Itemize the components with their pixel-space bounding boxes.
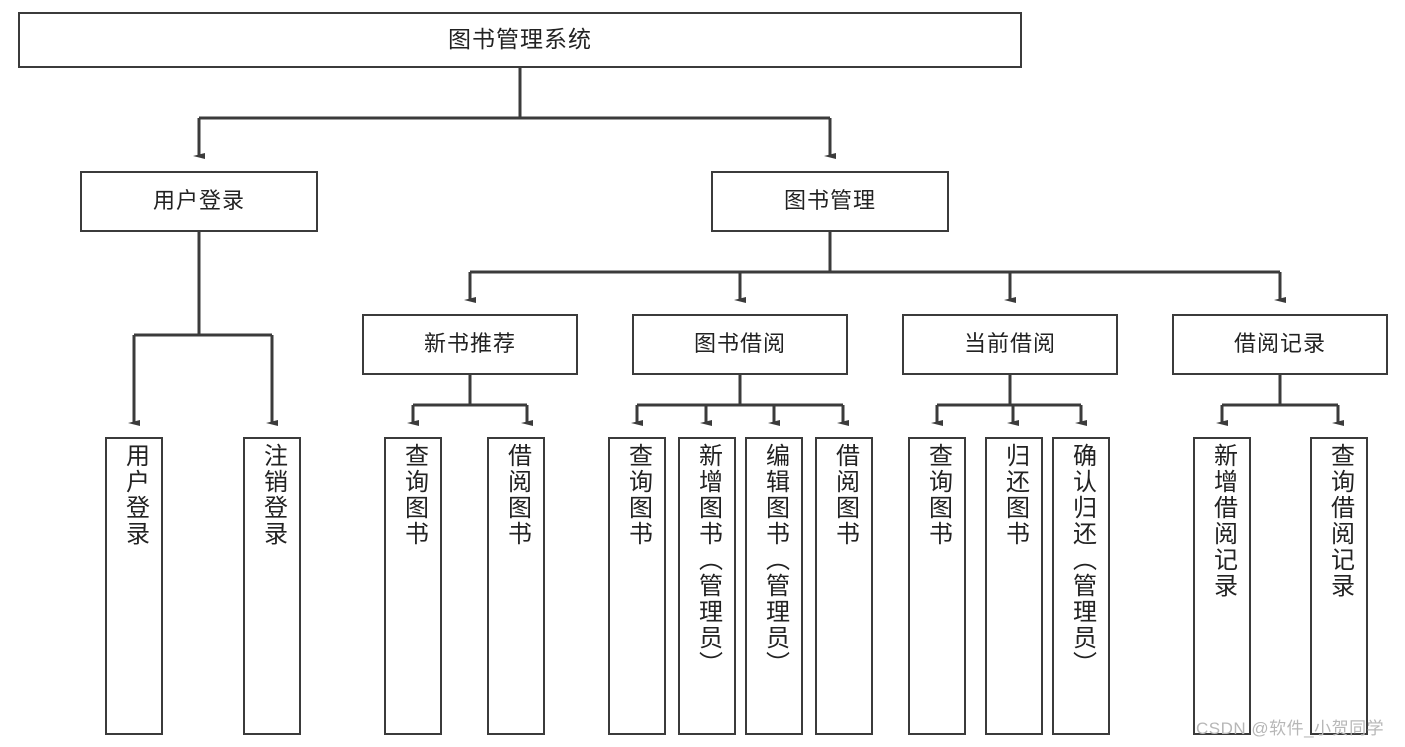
- node-label: 图书管理系统: [448, 26, 592, 53]
- node-book-management[interactable]: 图书管理: [711, 171, 949, 232]
- node-label: 图书借阅: [693, 331, 786, 357]
- node-borrow-record[interactable]: 借阅记录: [1172, 314, 1388, 375]
- node-label: 查询借阅记录: [1326, 443, 1354, 599]
- leaf-user-logout[interactable]: 注销登录: [243, 437, 301, 735]
- leaf-borrow-book-1[interactable]: 借阅图书: [487, 437, 545, 735]
- leaf-query-record[interactable]: 查询借阅记录: [1310, 437, 1368, 735]
- node-current-borrow[interactable]: 当前借阅: [902, 314, 1118, 375]
- node-label: 编辑图书（管理员）: [761, 443, 789, 677]
- leaf-edit-book[interactable]: 编辑图书（管理员）: [745, 437, 803, 735]
- node-label: 借阅图书: [831, 443, 859, 547]
- node-label: 新增借阅记录: [1209, 443, 1237, 599]
- node-label: 新书推荐: [423, 331, 516, 357]
- leaf-query-book-3[interactable]: 查询图书: [908, 437, 966, 735]
- node-label: 归还图书: [1001, 443, 1029, 547]
- node-user-login[interactable]: 用户登录: [80, 171, 318, 232]
- leaf-borrow-book-2[interactable]: 借阅图书: [815, 437, 873, 735]
- leaf-add-record[interactable]: 新增借阅记录: [1193, 437, 1251, 735]
- leaf-user-login[interactable]: 用户登录: [105, 437, 163, 735]
- node-label: 查询图书: [924, 443, 952, 547]
- node-new-book-recommend[interactable]: 新书推荐: [362, 314, 578, 375]
- node-label: 当前借阅: [963, 331, 1056, 357]
- node-label: 用户登录: [152, 188, 245, 214]
- node-label: 用户登录: [121, 443, 149, 547]
- node-label: 查询图书: [624, 443, 652, 547]
- node-book-borrow[interactable]: 图书借阅: [632, 314, 848, 375]
- leaf-return-book[interactable]: 归还图书: [985, 437, 1043, 735]
- leaf-add-book[interactable]: 新增图书（管理员）: [678, 437, 736, 735]
- leaf-query-book-2[interactable]: 查询图书: [608, 437, 666, 735]
- leaf-confirm-return[interactable]: 确认归还（管理员）: [1052, 437, 1110, 735]
- watermark-text: CSDN @软件_小贺同学: [1196, 719, 1385, 738]
- node-label: 确认归还（管理员）: [1068, 443, 1096, 677]
- node-label: 查询图书: [400, 443, 428, 547]
- leaf-query-book-1[interactable]: 查询图书: [384, 437, 442, 735]
- node-label: 图书管理: [783, 188, 876, 214]
- node-label: 借阅记录: [1233, 331, 1326, 357]
- node-label: 借阅图书: [503, 443, 531, 547]
- node-label: 注销登录: [259, 443, 287, 547]
- node-label: 新增图书（管理员）: [694, 443, 722, 677]
- node-root-book-management-system[interactable]: 图书管理系统: [18, 12, 1022, 68]
